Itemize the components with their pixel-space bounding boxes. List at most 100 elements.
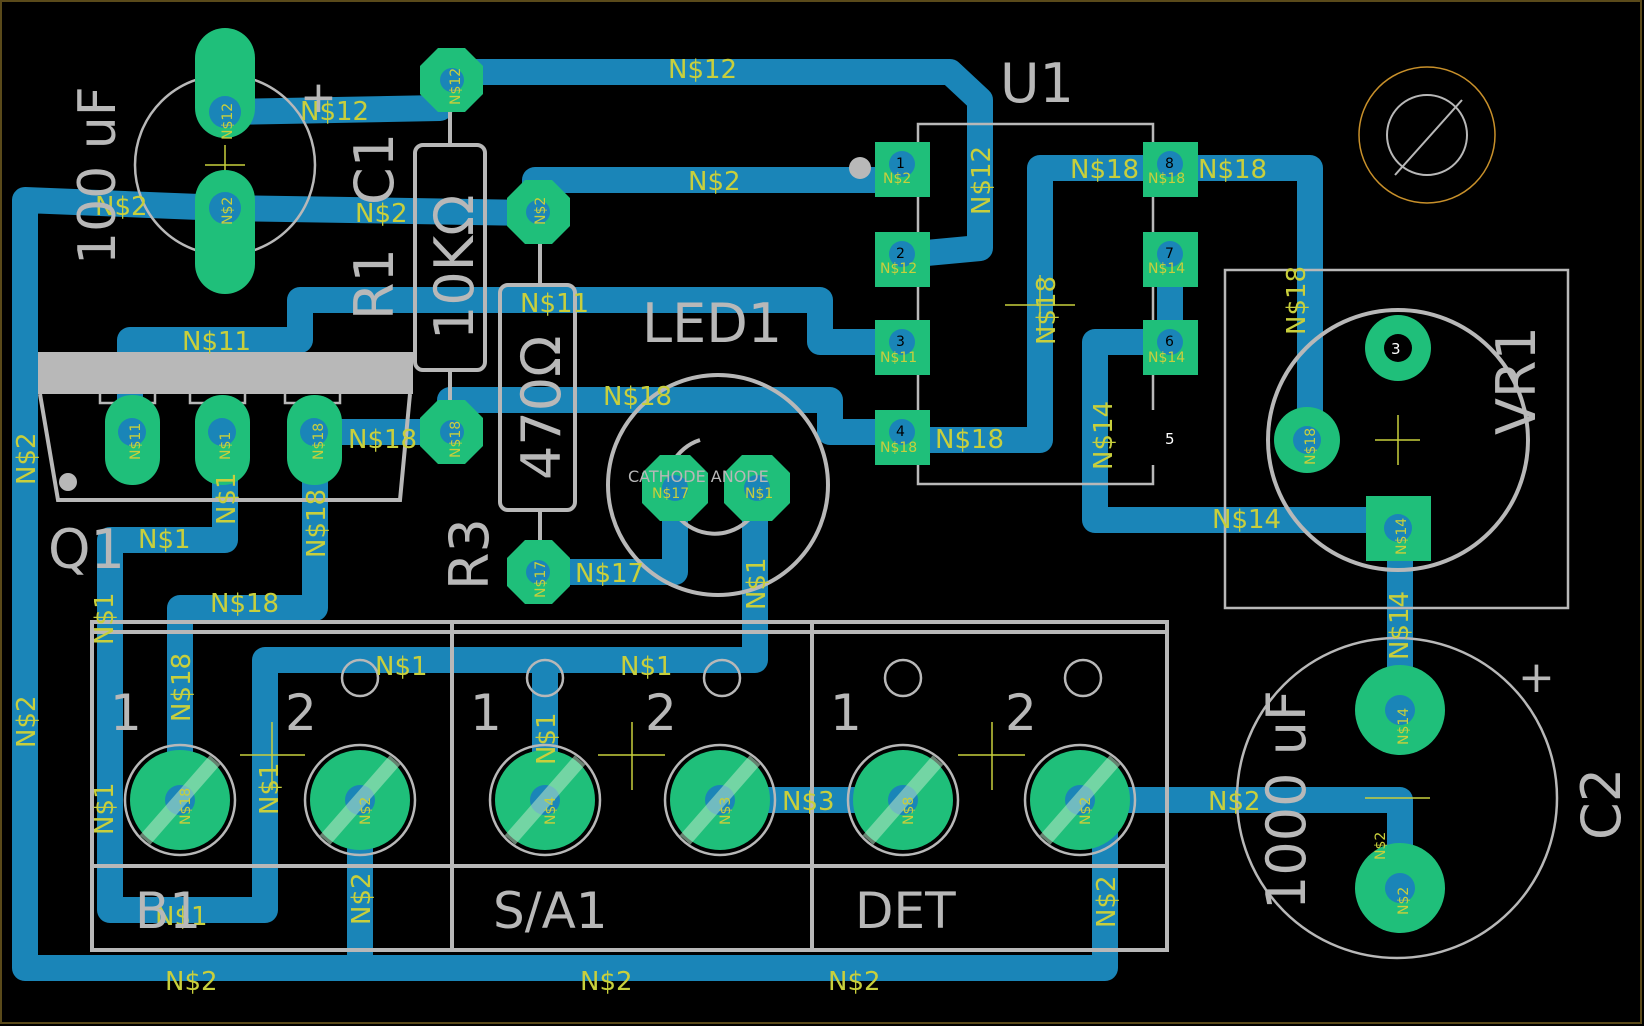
screw-sa1-1	[525, 658, 565, 698]
mounting-hole-slash	[1394, 99, 1463, 176]
slash-det-2	[1039, 755, 1121, 845]
led1-pad-anode-hole	[744, 475, 770, 501]
u1-pad-4-hole	[889, 419, 915, 445]
det-pad-1-ring	[846, 743, 960, 857]
net-label-n1-vertical-sa1: N$1	[532, 712, 562, 765]
q1-outline	[38, 393, 412, 502]
vr1-pad-2-hole	[1293, 426, 1321, 454]
net-label-n2-bottom2: N$2	[580, 967, 633, 997]
net-label-n11-mid: N$11	[520, 289, 589, 319]
u1-pin3-num: 3	[896, 334, 905, 350]
pad-label-u1-1: N$2	[883, 171, 911, 187]
net-labels: N$12 N$12 N$2 N$2 N$2 N$18 N$18 N$11 N$1…	[12, 55, 1415, 997]
net-label-n14-vertical-c2: N$14	[1385, 591, 1415, 660]
net-label-n2-c2: N$2	[1208, 787, 1261, 817]
u1-pin7-num: 7	[1165, 246, 1174, 262]
screw-sa1-2	[702, 658, 742, 698]
trace-n18-down	[167, 419, 328, 813]
net-label-n18-u1: N$18	[935, 425, 1004, 455]
terminal-pads	[123, 743, 1137, 857]
pad-label-b1-1: N$18	[178, 788, 194, 825]
slash-sa1-2	[679, 755, 761, 845]
screw-det-1	[883, 658, 923, 698]
sa1-pin2-label: 2	[645, 684, 677, 742]
led1-outline	[606, 373, 830, 597]
net-label-n18-down: N$18	[210, 589, 279, 619]
u1-pad-3-hole	[889, 329, 915, 355]
mounting-hole-inner	[1386, 94, 1468, 176]
trace-n12-top	[439, 59, 993, 268]
r1-name-label: R1	[343, 248, 406, 320]
q1-tab	[38, 352, 413, 394]
c2-pad-1-hole	[1385, 695, 1415, 725]
conn-det-label: DET	[855, 882, 956, 940]
vr1-pin3-num: 3	[1391, 340, 1401, 358]
det-pad-2-ring	[1023, 743, 1137, 857]
u1-pin8-num: 8	[1165, 156, 1174, 172]
c1-pad-2	[195, 170, 255, 294]
net-label-n2-vertical-2: N$2	[12, 695, 42, 748]
net-label-n2-bottom1: N$2	[165, 967, 218, 997]
pad-label-led-anode: N$1	[745, 486, 773, 502]
r3-pad-1-hole	[526, 560, 550, 584]
net-label-n1-vertical-left2: N$1	[90, 782, 120, 835]
trace-n12-c1	[212, 95, 453, 125]
c2-outline	[1235, 636, 1559, 960]
net-label-n2-bottom3: N$2	[828, 967, 881, 997]
u1-pin5-num: 5	[1165, 430, 1175, 448]
q1-pad-3-hole	[300, 418, 328, 446]
net-label-n18-vertical-vr1: N$18	[1282, 266, 1312, 335]
net-label-n18-top1: N$18	[1070, 155, 1139, 185]
c2-plus-label: +	[1518, 652, 1555, 703]
terminal-outline	[90, 620, 1169, 952]
net-label-n11-q1: N$11	[182, 327, 251, 357]
pad-label-u1-7: N$14	[1148, 261, 1185, 277]
pad-label-u1-4: N$18	[880, 440, 917, 456]
pad-label-q1-2: N$1	[218, 432, 234, 460]
slash-sa1-1	[504, 755, 586, 845]
r3-outline	[498, 283, 577, 512]
u1-pin4-num: 4	[896, 424, 905, 440]
pad-label-q1-3: N$18	[311, 423, 327, 460]
net-label-n18-vertical-q1: N$18	[302, 489, 332, 558]
pad-label-c1-1: N$12	[220, 103, 236, 140]
sa1-pad-2-ring	[663, 743, 777, 857]
u1-pin2-num: 2	[896, 246, 905, 262]
b1-pin1-label: 1	[110, 684, 142, 742]
screw-det-2	[1063, 658, 1103, 698]
conn-sa1-label: S/A1	[493, 882, 608, 940]
b1-pad-2-ring	[303, 743, 417, 857]
net-label-n1-b1: N$1	[375, 652, 428, 682]
q1-pin1-marker	[59, 473, 77, 491]
vr1-name-label: VR1	[1485, 326, 1548, 435]
pad-label-vr1-2: N$18	[1303, 428, 1319, 465]
q1-pad-2-hole	[208, 418, 236, 446]
pad-label-u1-2: N$12	[880, 261, 917, 277]
net-label-n12-vertical: N$12	[967, 146, 997, 215]
net-label-n12-top: N$12	[668, 55, 737, 85]
pad-label-vr1-1: N$14	[1394, 518, 1410, 555]
net-label-n18-top2: N$18	[1198, 155, 1267, 185]
led1-pad-cathode-hole	[662, 475, 688, 501]
vr1-circle	[1266, 308, 1530, 572]
vr1-pad-3-hole	[1384, 334, 1412, 362]
net-label-n3: N$3	[782, 787, 835, 817]
pad-label-q1-1: N$11	[128, 423, 144, 460]
c2-name-label: C2	[1570, 768, 1633, 840]
pad-label-u1-3: N$11	[880, 350, 917, 366]
pad-label-r1-2: N$12	[448, 68, 464, 105]
terminal-screw-circles	[340, 658, 1103, 698]
pad-label-r3-2: N$2	[533, 197, 549, 225]
net-label-n18-q1: N$18	[348, 425, 417, 455]
u1-pin1-num: 1	[896, 156, 905, 172]
b1-pin2-label: 2	[285, 684, 317, 742]
u1-outline	[916, 122, 1155, 486]
pad-label-led-cathode: N$17	[652, 486, 689, 502]
component-labels: 100 uF + C1 R1 10KΩ 470Ω R3 LED1 CATHODE…	[48, 52, 1633, 940]
q1-name-label: Q1	[48, 518, 125, 581]
u1-pad-8-hole	[1157, 151, 1183, 177]
c2-value-label: 1000 uF	[1255, 690, 1318, 910]
c1-value-label: 100 uF	[68, 86, 128, 265]
pad-label-c2-2b: N$2	[1373, 832, 1389, 860]
